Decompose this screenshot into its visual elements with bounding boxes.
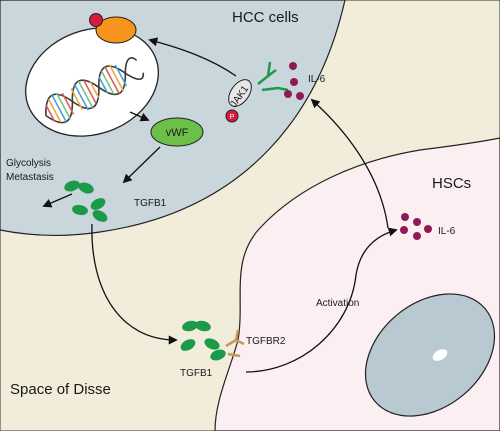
tgfb1-outer-label: TGFB1 (180, 368, 213, 379)
arrow-tgfb1-to-glycolysis (42, 193, 73, 208)
hsc-nucleolus (432, 349, 448, 361)
vwf-label: vWF (166, 127, 189, 139)
arrow-vwf-to-tgfb1 (122, 146, 161, 184)
il6-top-icon (284, 62, 304, 100)
tgfbr2-icon (225, 329, 245, 358)
space-of-disse-title: Space of Disse (10, 381, 111, 398)
phospho-dot-icon (89, 13, 103, 27)
dna-helix-icon (45, 57, 145, 124)
il6-top-label: IL-6 (308, 74, 326, 85)
jak1-phospho-icon (225, 109, 239, 123)
arrow-activation-to-il6 (245, 227, 398, 373)
transcription-factor-icon (95, 16, 137, 44)
vwf-icon (150, 117, 204, 147)
tgfb1-inner-label: TGFB1 (134, 198, 167, 209)
arrow-nucleus-to-vwf (129, 111, 150, 122)
tgfb1-inner-icon (64, 180, 108, 222)
arrow-hsc-il6-to-hcc (310, 98, 389, 229)
il6-hsc-label: IL-6 (438, 226, 456, 237)
arrow-jak1-to-nucleus (148, 37, 237, 77)
metastasis-label: Metastasis (6, 172, 54, 183)
hsc-nucleus (364, 293, 496, 417)
jak1-icon (228, 79, 252, 107)
hscs-title: HSCs (432, 175, 471, 192)
activation-label: Activation (316, 298, 359, 309)
arrow-tgfb1-to-disse (91, 223, 178, 345)
hcc-cells-title: HCC cells (232, 9, 299, 26)
tgfbr2-label: TGFBR2 (246, 336, 286, 347)
il6-receptor-icon (257, 61, 289, 92)
il6-hsc-icon (400, 213, 432, 240)
phospho-label: P (230, 114, 235, 121)
glycolysis-label: Glycolysis (6, 158, 51, 169)
tgfb1-outer-icon (180, 320, 226, 361)
